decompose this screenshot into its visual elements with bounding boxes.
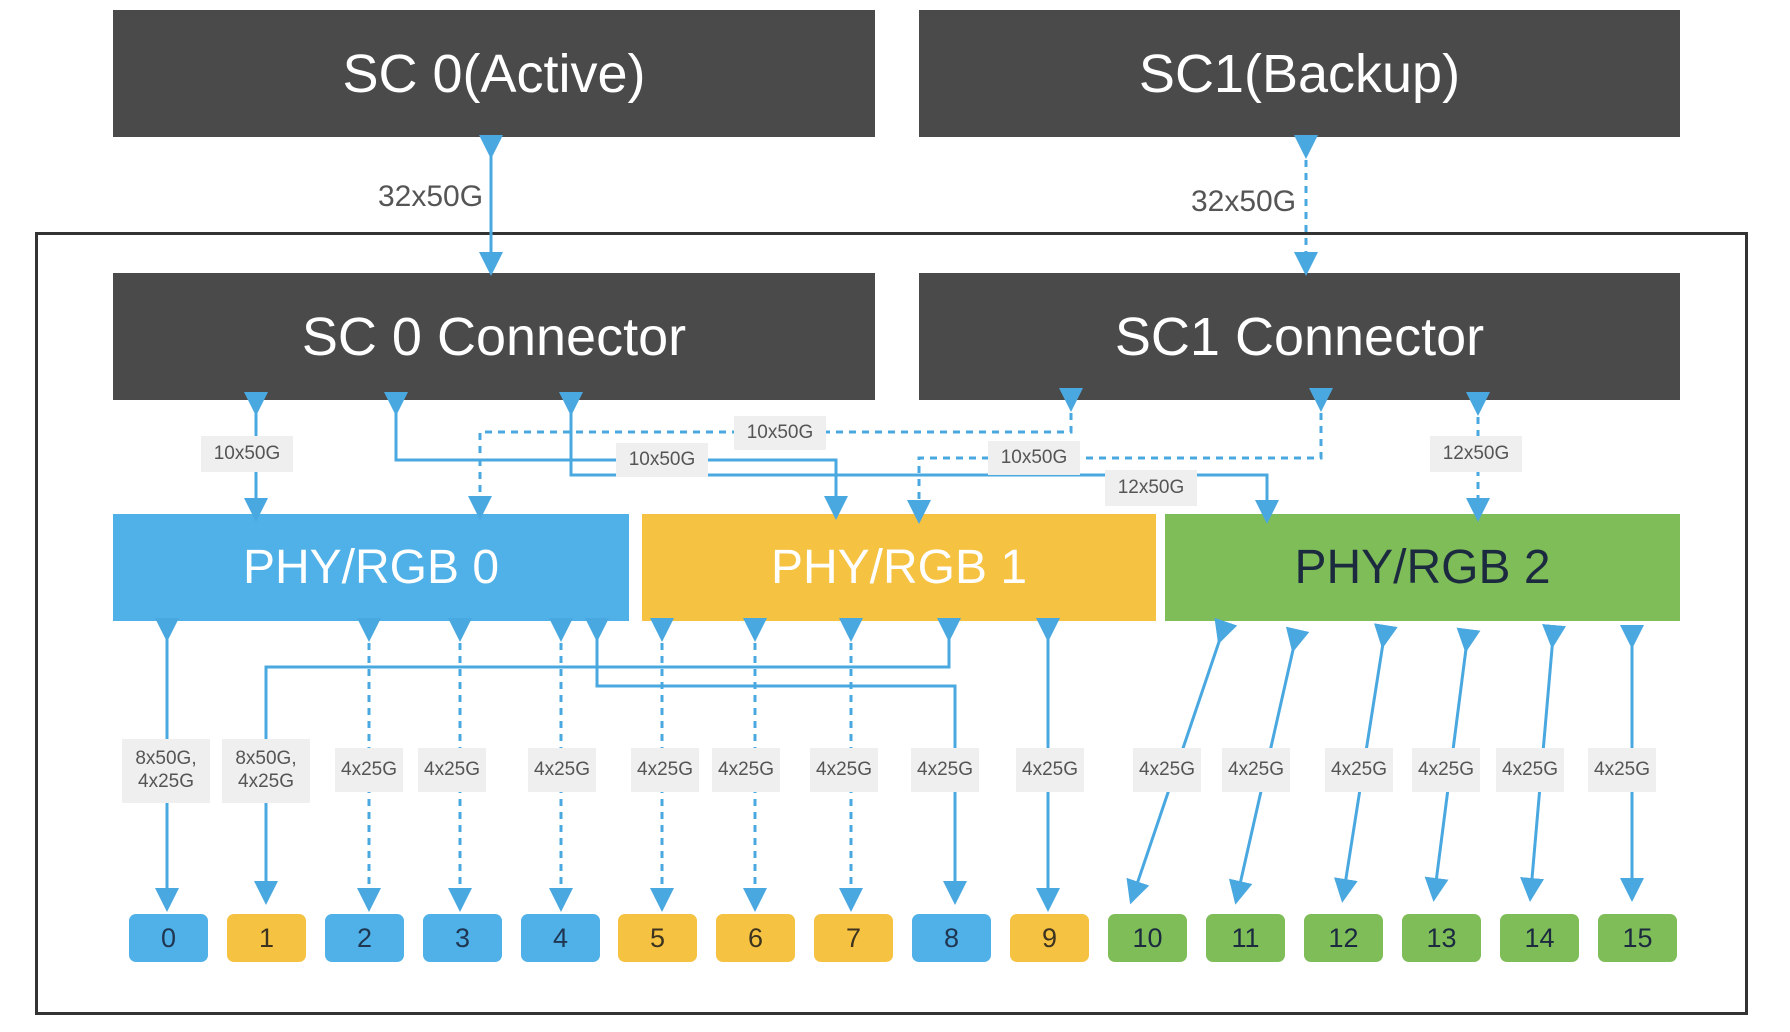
port-speed-tag-0: 8x50G, 4x25G (122, 739, 210, 803)
port-7: 7 (814, 914, 893, 962)
link-tag-sc0-phy0: 10x50G (201, 436, 293, 472)
port-speed-tag-11: 4x25G (1222, 748, 1290, 792)
port-8: 8 (912, 914, 991, 962)
port-2: 2 (325, 914, 404, 962)
link-tag-sc0-phy2: 12x50G (1105, 470, 1197, 506)
port-speed-tag-3: 4x25G (418, 748, 486, 792)
phy-rgb0-block: PHY/RGB 0 (113, 514, 629, 621)
port-speed-tag-10: 4x25G (1133, 748, 1201, 792)
port-5: 5 (618, 914, 697, 962)
port-speed-tag-7: 4x25G (810, 748, 878, 792)
port-0: 0 (129, 914, 208, 962)
port-speed-tag-9: 4x25G (1016, 748, 1084, 792)
port-1: 1 (227, 914, 306, 962)
sc1-uplink-label: 32x50G (1191, 185, 1297, 218)
port-speed-tag-6: 4x25G (712, 748, 780, 792)
port-15: 15 (1598, 914, 1677, 962)
sc0-active-block: SC 0(Active) (113, 10, 875, 137)
sc0-connector-label: SC 0 Connector (301, 306, 687, 367)
link-tag-sc1-phy2: 12x50G (1430, 436, 1522, 472)
port-speed-tag-12: 4x25G (1325, 748, 1393, 792)
port-speed-tag-4: 4x25G (528, 748, 596, 792)
port-speed-tag-13: 4x25G (1412, 748, 1480, 792)
port-speed-tag-15: 4x25G (1588, 748, 1656, 792)
sc1-backup-block: SC1(Backup) (919, 10, 1680, 137)
sc1-backup-label: SC1(Backup) (1138, 43, 1461, 104)
port-11: 11 (1206, 914, 1285, 962)
port-speed-tag-8: 4x25G (911, 748, 979, 792)
sc1-connector-block: SC1 Connector (919, 273, 1680, 400)
link-tag-sc1-phy1: 10x50G (988, 441, 1080, 475)
phy-rgb2-block: PHY/RGB 2 (1165, 514, 1680, 621)
port-6: 6 (716, 914, 795, 962)
port-12: 12 (1304, 914, 1383, 962)
port-speed-tag-14: 4x25G (1496, 748, 1564, 792)
port-14: 14 (1500, 914, 1579, 962)
sc1-phy1-wire (907, 388, 1333, 524)
port-speed-tag-2: 4x25G (335, 748, 403, 792)
sc1-connector-label: SC1 Connector (1114, 306, 1485, 367)
phy-rgb1-label: PHY/RGB 1 (770, 541, 1028, 594)
chassis-frame (35, 232, 1748, 1015)
sc0-active-label: SC 0(Active) (342, 43, 646, 104)
link-tag-sc1-phy0: 10x50G (734, 416, 826, 450)
port-speed-tag-5: 4x25G (631, 748, 699, 792)
port-4: 4 (521, 914, 600, 962)
phy-rgb1-block: PHY/RGB 1 (642, 514, 1156, 621)
port-speed-tag-1: 8x50G, 4x25G (222, 739, 310, 803)
sc0-uplink-label: 32x50G (378, 180, 484, 213)
phy-rgb0-label: PHY/RGB 0 (242, 541, 500, 594)
port-10: 10 (1108, 914, 1187, 962)
port-9: 9 (1010, 914, 1089, 962)
link-tag-sc0-phy1: 10x50G (616, 443, 708, 477)
phy-rgb2-label: PHY/RGB 2 (1294, 541, 1551, 594)
port-3: 3 (423, 914, 502, 962)
sc0-connector-block: SC 0 Connector (113, 273, 875, 400)
port-13: 13 (1402, 914, 1481, 962)
